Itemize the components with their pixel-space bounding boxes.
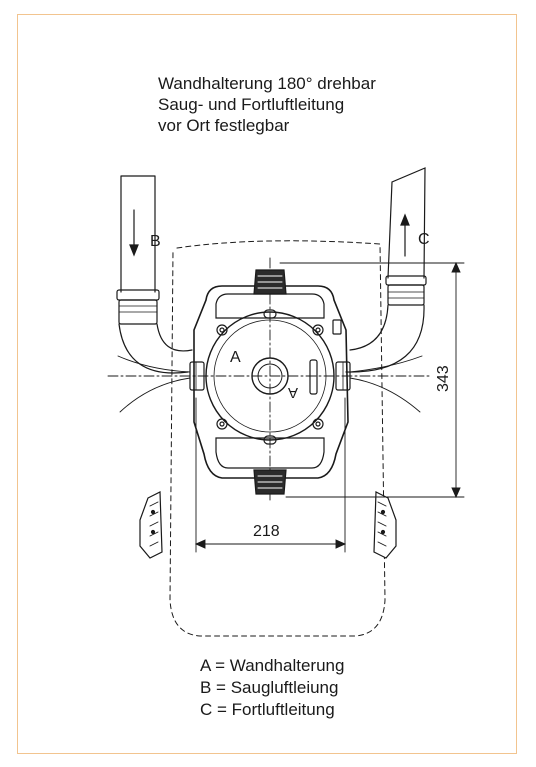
figure-frame	[17, 14, 517, 754]
side-connector-left	[189, 361, 205, 391]
legend-a: A = Wandhalterung	[200, 656, 345, 675]
device-body	[193, 269, 349, 495]
label-a-front: A	[230, 349, 241, 366]
fan-housing	[205, 311, 335, 441]
side-connector-right	[335, 361, 351, 391]
label-width: 218	[253, 523, 280, 540]
label-a-side: A	[288, 384, 298, 401]
label-height: 343	[435, 365, 452, 392]
wall-bracket-left	[139, 491, 163, 559]
legend: A = Wandhalterung B = Saugluftleiung C =…	[200, 655, 344, 721]
height-dimension	[279, 261, 465, 499]
caption-line-1: Wandhalterung 180° drehbar	[158, 74, 376, 93]
intake-duct-left	[116, 175, 193, 374]
label-b: B	[150, 233, 161, 250]
width-dimension	[194, 397, 347, 553]
label-c: C	[418, 231, 430, 248]
exhaust-duct-right	[345, 167, 427, 373]
housing-outline-dashed	[169, 240, 386, 637]
caption-line-3: vor Ort festlegbar	[158, 116, 290, 135]
wall-bracket-right	[373, 491, 397, 559]
mounting-caption: Wandhalterung 180° drehbar Saug- und For…	[158, 73, 376, 136]
swing-arc-right	[349, 355, 423, 413]
legend-c: C = Fortluftleitung	[200, 700, 335, 719]
caption-line-2: Saug- und Fortluftleitung	[158, 95, 345, 114]
legend-b: B = Saugluftleiung	[200, 678, 339, 697]
swing-arc-left	[117, 355, 191, 413]
